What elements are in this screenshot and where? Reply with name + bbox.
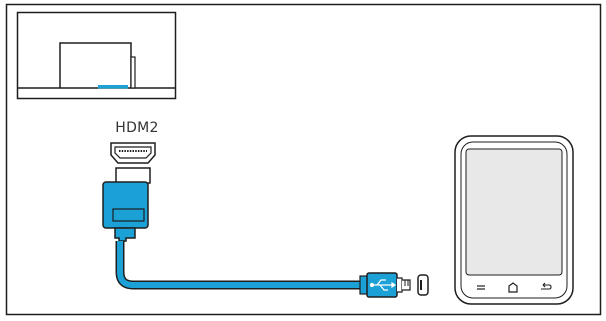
hdmi-port-icon <box>110 142 156 164</box>
home-icon <box>508 282 518 293</box>
smartphone-icon <box>454 135 574 305</box>
mhl-cable <box>115 241 364 290</box>
tv-led-indicator <box>98 85 128 89</box>
back-icon <box>541 282 552 290</box>
hdmi-port-label: HDM2 <box>115 120 159 136</box>
micro-usb-connector-icon <box>359 272 411 298</box>
usb-symbol-icon <box>369 279 397 291</box>
diagram-border <box>5 3 602 316</box>
menu-icon <box>477 285 485 290</box>
tv-rear-panel-icon <box>16 11 177 100</box>
hdmi-connector-icon <box>102 167 151 242</box>
phone-screen <box>465 148 563 276</box>
micro-usb-port-icon <box>417 274 429 296</box>
